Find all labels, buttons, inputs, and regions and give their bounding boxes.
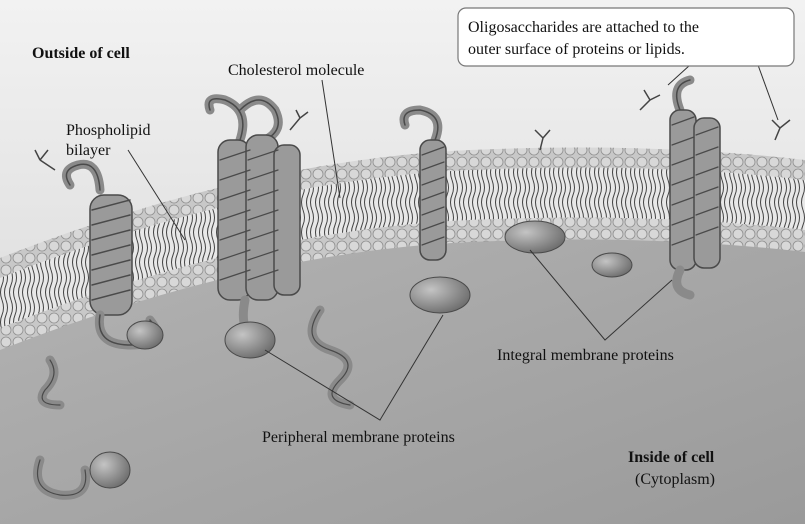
phospholipid-label-line1: Phospholipid — [66, 122, 150, 139]
inside-cell-label: Inside of cell — [628, 449, 715, 466]
integral-protein-blob-small — [592, 253, 632, 277]
integral-protein-blob — [505, 221, 565, 253]
oligosaccharide-label-line1: Oligosaccharides are attached to the — [468, 19, 699, 36]
cytoplasm-label: (Cytoplasm) — [635, 471, 715, 488]
peripheral-proteins-label: Peripheral membrane proteins — [262, 429, 455, 446]
phospholipid-label-line2: bilayer — [66, 142, 111, 159]
cholesterol-label: Cholesterol molecule — [228, 62, 364, 79]
oligosaccharide-label-line2: outer surface of proteins or lipids. — [468, 41, 685, 58]
integral-proteins-label: Integral membrane proteins — [497, 347, 674, 364]
outside-cell-label: Outside of cell — [32, 45, 130, 62]
